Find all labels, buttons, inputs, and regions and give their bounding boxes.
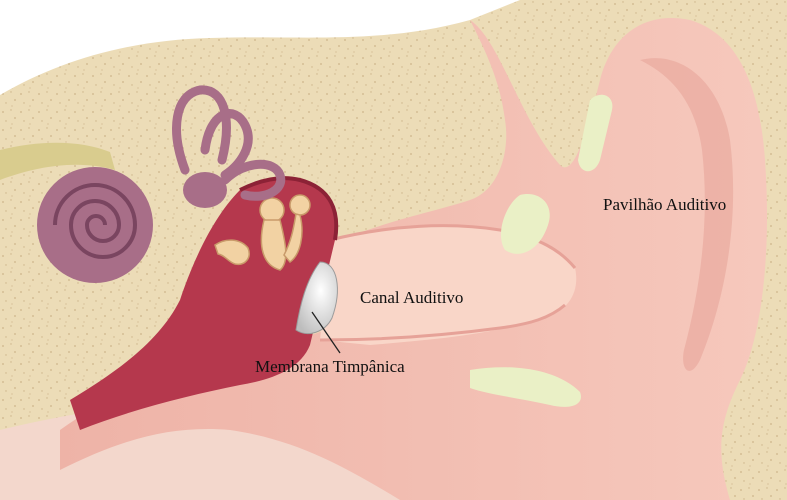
- canal-label: Canal Auditivo: [360, 289, 463, 306]
- vestibule: [183, 172, 227, 208]
- pavilhao-label: Pavilhão Auditivo: [603, 196, 726, 213]
- membrana-label: Membrana Timpânica: [255, 358, 405, 375]
- cochlea: [37, 167, 153, 283]
